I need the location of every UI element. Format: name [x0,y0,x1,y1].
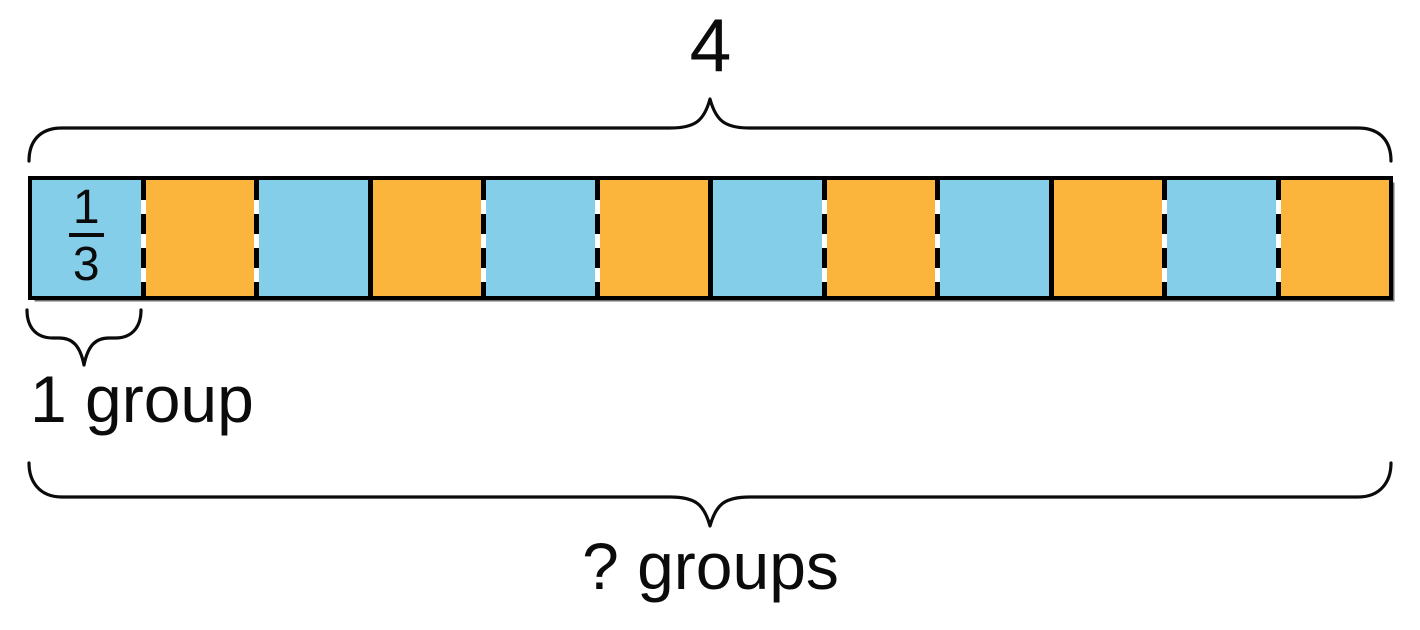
tape-cell [940,180,1049,296]
tape-cell [599,180,708,296]
tape-cell [1167,180,1276,296]
tape-cell [1053,180,1162,296]
cell-divider-dashed [481,180,486,296]
tape-cell [486,180,595,296]
one-group-brace [25,308,143,367]
cell-divider-solid [708,180,713,296]
tape-cell [372,180,481,296]
question-groups-label: ? groups [582,529,839,603]
cell-divider-dashed [935,180,940,296]
total-label: 4 [689,3,732,87]
tape-cell [713,180,822,296]
one-group-label: 1 group [30,362,254,436]
cell-divider-dashed [594,180,600,296]
cell-divider-dashed [821,180,827,296]
tape-cell [145,180,254,296]
cell-divider-dashed [1275,180,1281,296]
tape-cell [1280,180,1389,296]
fraction-denominator: 3 [72,238,100,291]
tape-cell [259,180,368,296]
cell-divider-dashed [254,180,259,296]
cell-divider-solid [367,180,373,296]
cell-divider-dashed [140,180,146,296]
cell-divider-solid [1048,180,1054,296]
tape-cell [826,180,935,296]
top-brace [27,97,1393,163]
fraction-numerator: 1 [68,183,104,237]
question-groups-brace [27,461,1393,528]
cell-divider-dashed [1162,180,1167,296]
